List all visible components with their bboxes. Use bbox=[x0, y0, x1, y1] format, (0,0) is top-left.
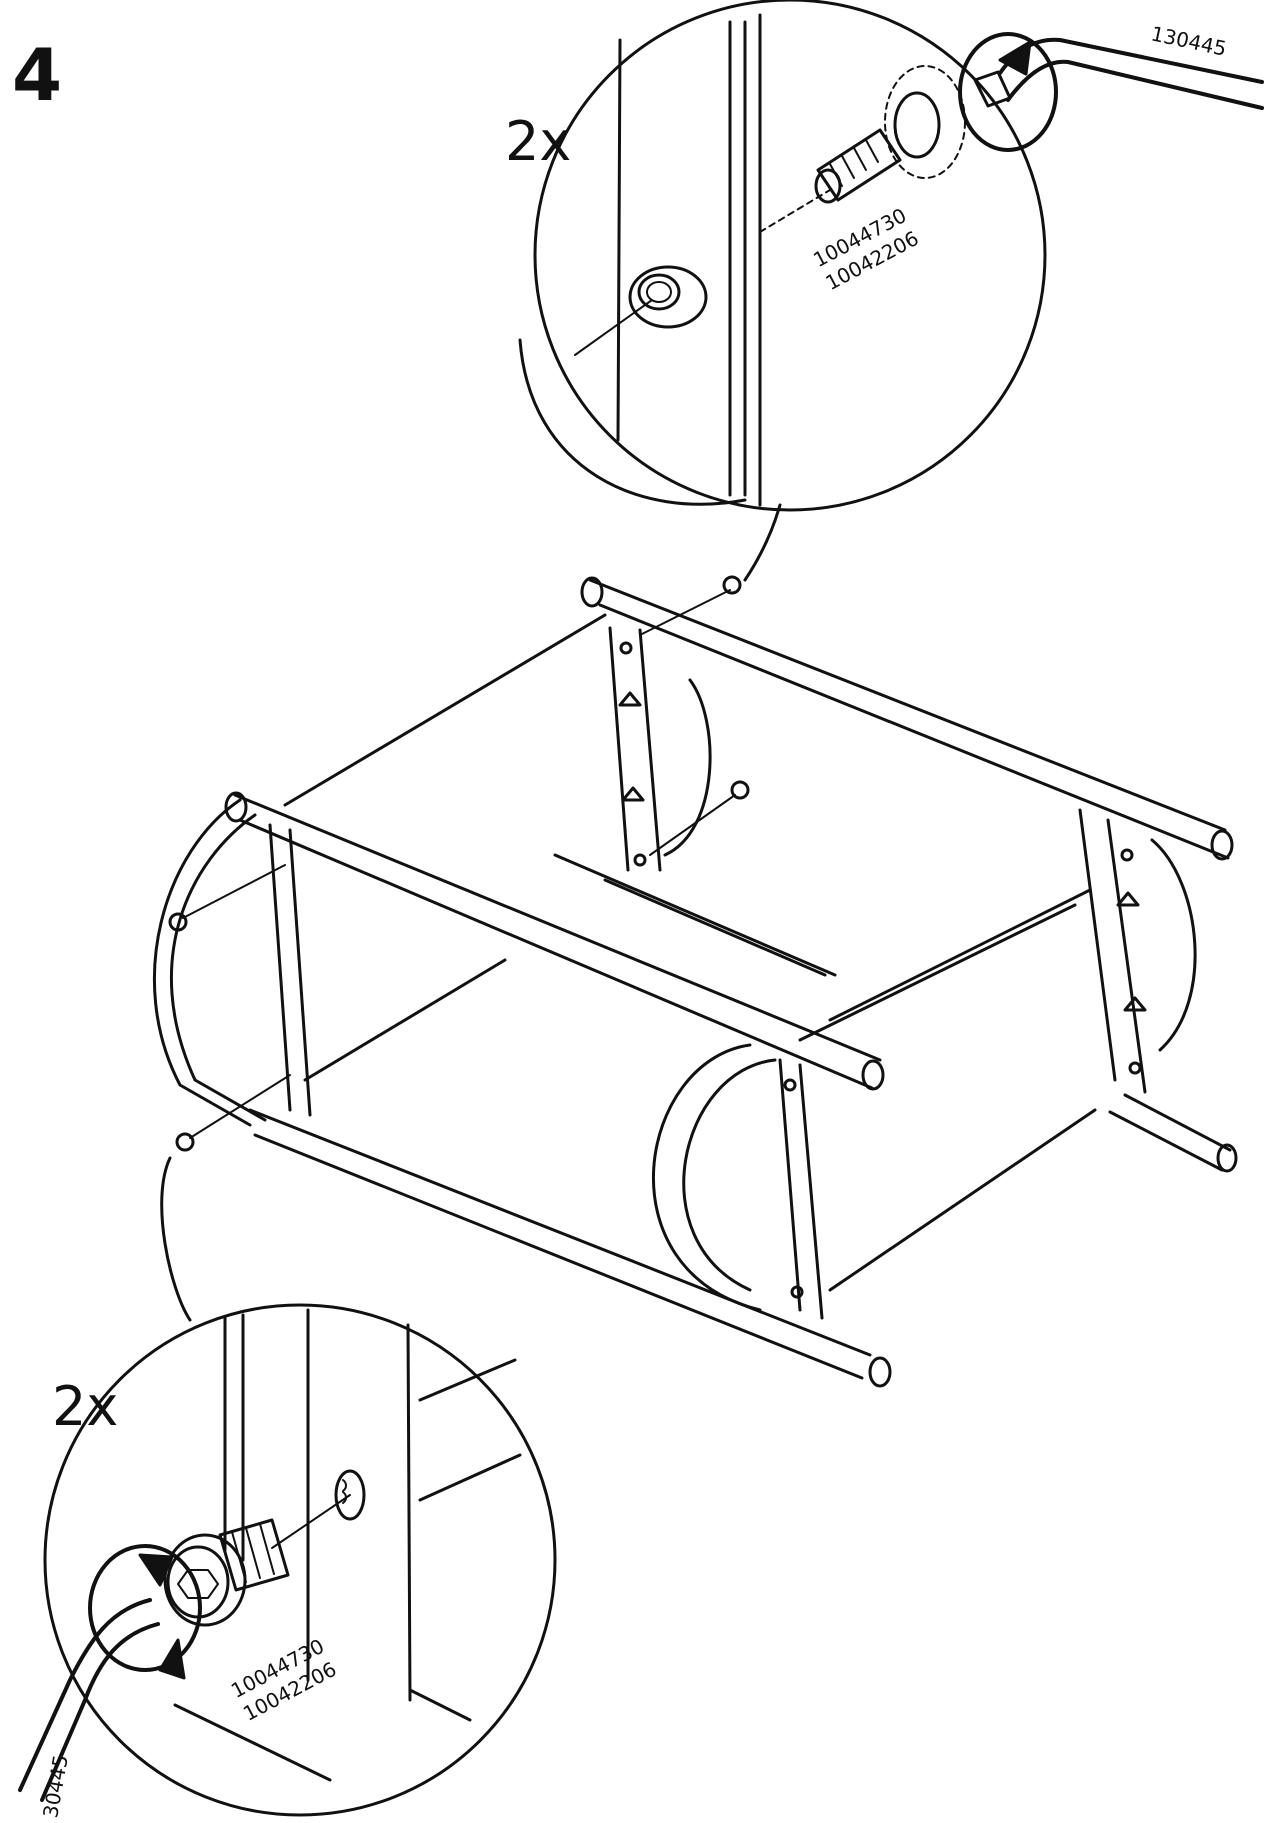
bottom-detail-circle bbox=[43, 1303, 557, 1817]
screw-left-top bbox=[168, 864, 286, 932]
bench-frame bbox=[152, 575, 1238, 1388]
bottom-allen-key-icon bbox=[18, 1598, 160, 1802]
back-panel-hooks bbox=[618, 641, 647, 867]
allen-key-icon bbox=[973, 37, 1264, 110]
screw-left-bottom bbox=[175, 1074, 291, 1152]
bottom-rotate-arrow-icon bbox=[88, 1544, 202, 1680]
top-quantity: 2x bbox=[505, 110, 571, 173]
right-panel-hooks bbox=[1116, 848, 1147, 1075]
top-tool-number: 130445 bbox=[1149, 21, 1229, 60]
bottom-threaded-hole bbox=[271, 1469, 366, 1549]
bottom-tool-number: 130445 bbox=[36, 1753, 73, 1818]
bottom-detail-callout: 2x 10044730 10042206 bbox=[18, 1156, 557, 1823]
top-detail-callout: 2x 10044730 10042206 bbox=[505, 0, 1264, 582]
screw-back-top bbox=[639, 575, 742, 636]
bottom-bolt-icon bbox=[163, 1518, 290, 1627]
top-detail-circle bbox=[533, 0, 1047, 512]
step-number: 4 bbox=[12, 33, 62, 117]
bolt-icon bbox=[814, 65, 966, 204]
screw-back-mid bbox=[649, 780, 750, 856]
bottom-quantity: 2x bbox=[52, 1375, 118, 1438]
threaded-insert-icon bbox=[574, 265, 708, 356]
